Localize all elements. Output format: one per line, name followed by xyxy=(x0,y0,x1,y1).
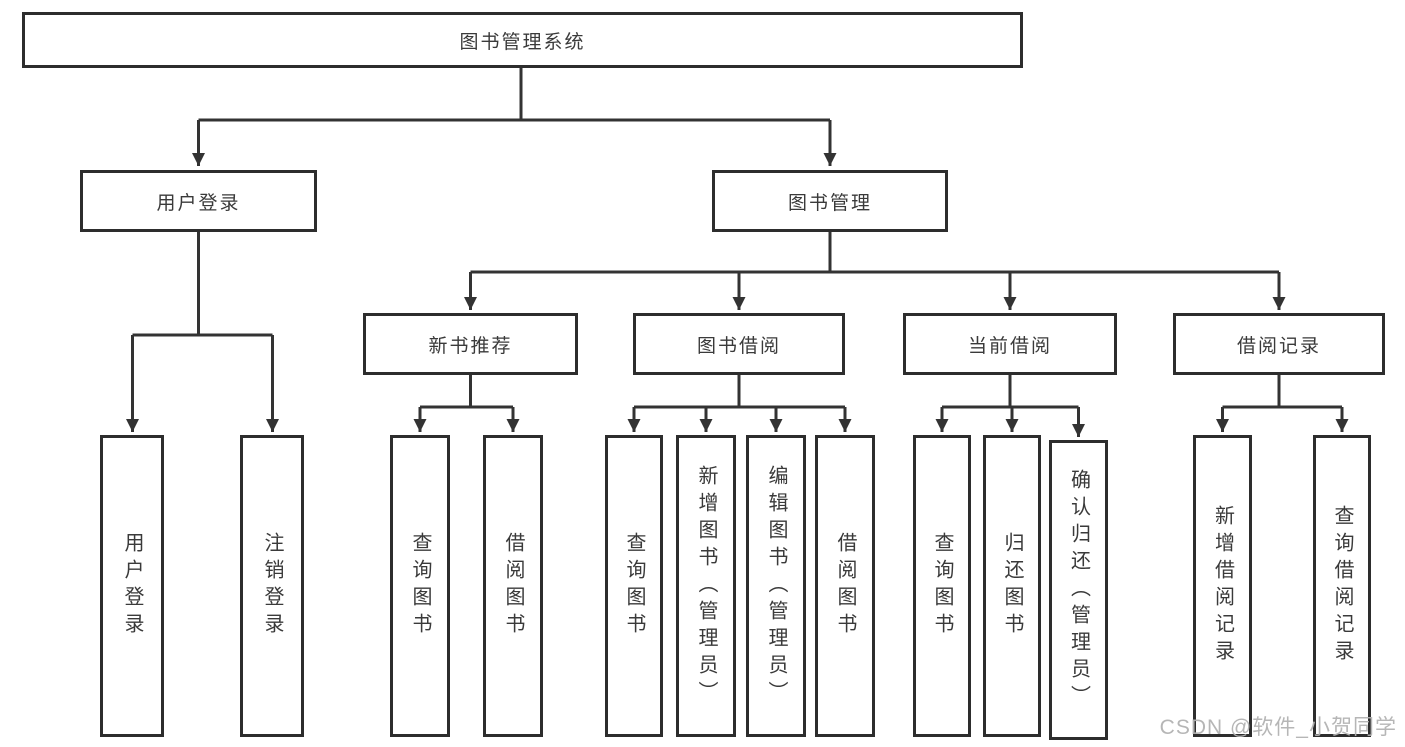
leaf-add-borrow-record: 新增借阅记录 xyxy=(1193,435,1252,737)
connector-current-children xyxy=(935,375,1085,437)
leaf-add-books-admin: 新增图书（管理员） xyxy=(676,435,736,737)
node-book-management: 图书管理 xyxy=(712,170,948,232)
leaf-borrow-books-borrowing: 借阅图书 xyxy=(815,435,875,737)
leaf-confirm-return-admin: 确认归还（管理员） xyxy=(1049,440,1108,740)
connector-user-login-children xyxy=(126,232,279,432)
node-new-book-recommend: 新书推荐 xyxy=(363,313,578,375)
connector-records-children xyxy=(1216,375,1349,432)
node-root-system: 图书管理系统 xyxy=(22,12,1023,68)
leaf-return-books: 归还图书 xyxy=(983,435,1041,737)
node-user-login: 用户登录 xyxy=(80,170,317,232)
connector-newbook-children xyxy=(413,375,520,432)
node-borrowing-records: 借阅记录 xyxy=(1173,313,1385,375)
connector-borrowing-children xyxy=(627,375,852,432)
connector-root-to-level2 xyxy=(192,68,837,166)
leaf-query-books-recommend: 查询图书 xyxy=(390,435,450,737)
leaf-edit-books-admin: 编辑图书（管理员） xyxy=(746,435,806,737)
csdn-watermark: CSDN @软件_小贺同学 xyxy=(1159,716,1397,739)
leaf-query-borrow-record: 查询借阅记录 xyxy=(1313,435,1371,737)
leaf-logout: 注销登录 xyxy=(240,435,304,737)
leaf-query-books-current: 查询图书 xyxy=(913,435,971,737)
leaf-borrow-books-recommend: 借阅图书 xyxy=(483,435,543,737)
leaf-query-books-borrowing: 查询图书 xyxy=(605,435,663,737)
node-book-borrowing: 图书借阅 xyxy=(633,313,845,375)
leaf-user-login: 用户登录 xyxy=(100,435,164,737)
connector-book-mgmt-children xyxy=(464,232,1286,310)
node-current-borrowing: 当前借阅 xyxy=(903,313,1117,375)
